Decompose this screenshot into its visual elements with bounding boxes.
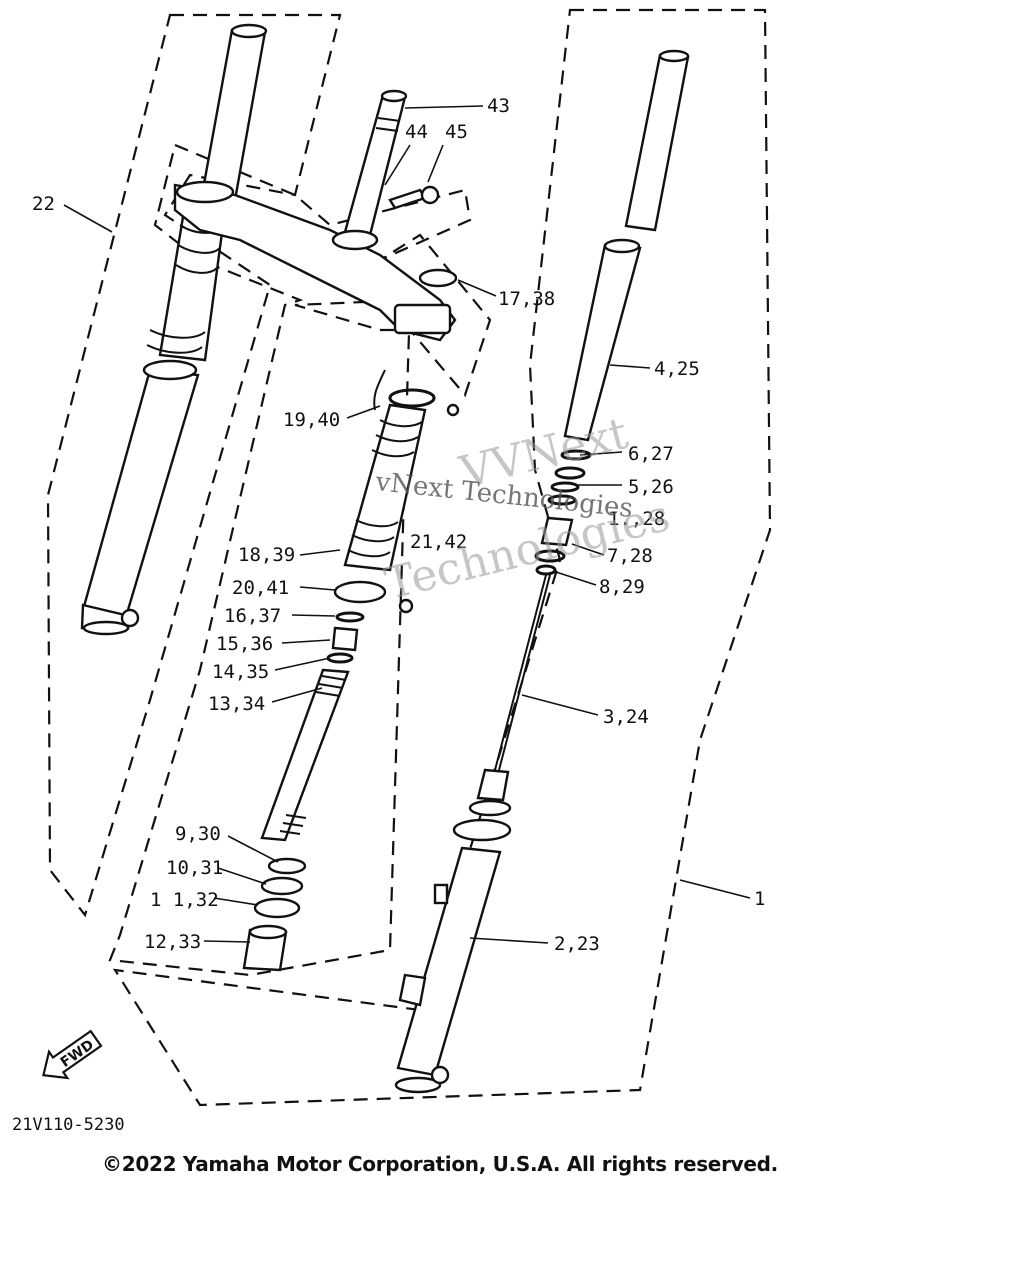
callout-44: 44 xyxy=(405,121,428,143)
callout-8-29: 8,29 xyxy=(599,576,645,598)
damper-rod-3-24 xyxy=(494,574,547,771)
callout-10-31: 10,31 xyxy=(166,857,223,879)
assembly-outline-1 xyxy=(112,8,772,1107)
diagram-code: 21V110-5230 xyxy=(12,1115,125,1135)
callout-12-33: 12,33 xyxy=(144,931,201,953)
callout-3-24: 3,24 xyxy=(603,706,649,728)
copyright-notice: ©2022 Yamaha Motor Corporation, U.S.A. A… xyxy=(102,1152,778,1176)
callout-14-35: 14,35 xyxy=(212,661,269,683)
left-fork-assembly xyxy=(80,23,268,636)
callout-45: 45 xyxy=(445,121,468,143)
right-boot xyxy=(343,403,427,572)
piston-7-28 xyxy=(540,516,574,547)
assembly-outline-22 xyxy=(46,13,342,918)
callout-18-39: 18,39 xyxy=(238,544,295,566)
leader-lines xyxy=(63,105,751,944)
callout-6-27: 6,27 xyxy=(628,443,674,465)
ring-5-26 xyxy=(554,466,586,480)
callout-4-25: 4,25 xyxy=(654,358,700,380)
callout-21-42: 21,42 xyxy=(410,531,467,553)
callout-13-34: 13,34 xyxy=(208,693,265,715)
under-bracket-assembly xyxy=(173,89,458,342)
circlip-16-37 xyxy=(335,611,365,623)
left-outer-tube xyxy=(81,368,200,622)
dust-seal-20-41 xyxy=(333,580,387,604)
callout-partial-28: 1.,28 xyxy=(608,508,665,530)
right-fork-assembly xyxy=(394,49,690,1094)
callout-1: 1 xyxy=(754,888,765,910)
washer-14-35 xyxy=(326,652,354,664)
callout-5-26: 5,26 xyxy=(628,476,674,498)
outer-tube-2-23 xyxy=(396,846,502,1077)
callout-2-23: 2,23 xyxy=(554,933,600,955)
callout-19-40: 19,40 xyxy=(283,409,340,431)
callout-43: 43 xyxy=(487,95,510,117)
callout-9-30: 9,30 xyxy=(175,823,221,845)
callout-22: 22 xyxy=(32,193,55,215)
bushing-11-32 xyxy=(253,897,301,919)
callout-16-37: 16,37 xyxy=(224,605,281,627)
left-inner-tube-top xyxy=(230,23,268,39)
oil-seal-15-36 xyxy=(331,626,359,652)
left-inner-tube xyxy=(200,28,267,202)
bushing-10-31 xyxy=(260,876,304,896)
callout-11-32: 1 1,32 xyxy=(150,889,219,911)
ring-8-29 xyxy=(535,564,557,576)
callout-20-41: 20,41 xyxy=(232,577,289,599)
damper-parts-stack xyxy=(242,369,460,972)
cap-bolt-17-38 xyxy=(418,268,458,288)
fwd-arrow-icon: FWD xyxy=(42,1029,103,1080)
right-inner-tube-upper xyxy=(624,53,690,232)
callout-15-36: 15,36 xyxy=(216,633,273,655)
washer-9-30 xyxy=(267,857,307,875)
assembly-outline-stem xyxy=(108,143,492,977)
spring-13-34 xyxy=(260,668,350,842)
steering-stem xyxy=(343,93,407,237)
callout-17-38: 17,38 xyxy=(498,288,555,310)
inner-tube-4-25 xyxy=(563,243,642,442)
callout-7-28: 7,28 xyxy=(607,545,653,567)
